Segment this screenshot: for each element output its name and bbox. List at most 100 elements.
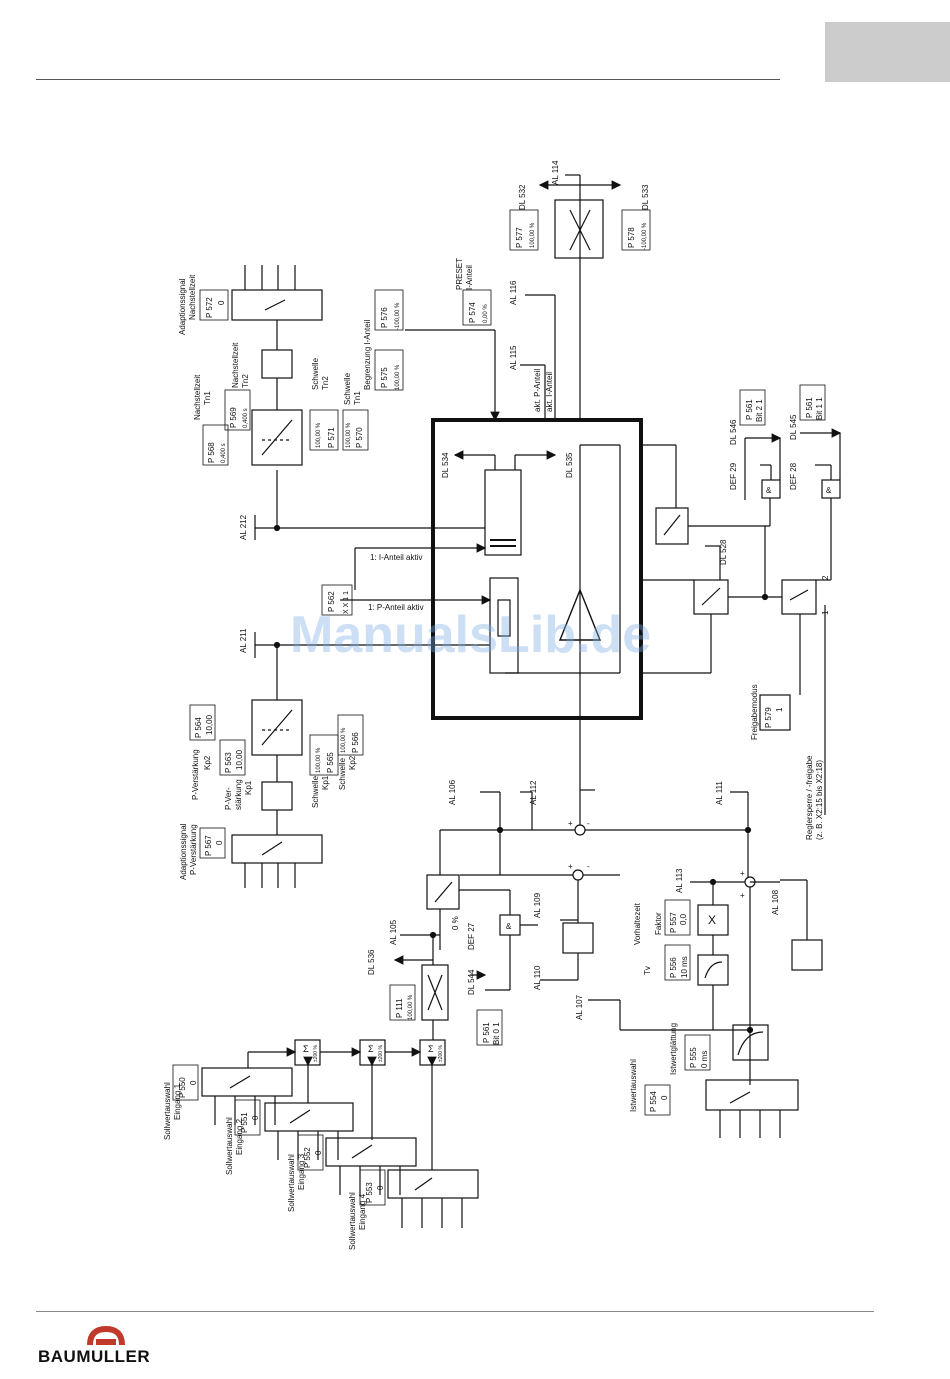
p569-id: P 569	[229, 407, 238, 428]
al116-label: AL 116	[509, 280, 518, 305]
al115-label: AL 115	[509, 345, 518, 370]
p570-id: P 570	[355, 427, 364, 448]
p565-id: P 565	[326, 752, 335, 773]
p563-id: P 563	[224, 752, 233, 773]
p550-id: P 550	[178, 1077, 187, 1098]
setpoint-selector-2	[264, 1102, 354, 1132]
p575-id: P 575	[380, 367, 389, 388]
p551-val: 0	[251, 1115, 260, 1120]
p554-label1: Istwertauswahl	[629, 1059, 638, 1112]
minus-1: -	[587, 819, 590, 828]
begrenzung-label: Begrenzung I-Anteil	[363, 320, 372, 390]
chapter-tab	[825, 22, 950, 82]
pi-controller-block	[431, 418, 643, 720]
p556-label2: Tv	[643, 966, 652, 975]
p551-label1: Sollwertauswahl	[225, 1117, 234, 1175]
plus-4: +	[740, 891, 745, 900]
p565-label2: Kp1	[321, 775, 330, 790]
p551-label2: Eingang 2	[235, 1118, 244, 1155]
p550-val: 0	[189, 1080, 198, 1085]
al211-label: AL 211	[239, 628, 248, 653]
p564-label1: P-Verstärkung	[191, 749, 200, 800]
p552-val: 0	[314, 1150, 323, 1155]
p-aktiv-label: 1: P-Anteil aktiv	[368, 603, 424, 612]
reglersperre2-label: (z. B. X2:15 bis X2:18)	[815, 760, 824, 840]
p557-label1: Faktor	[654, 912, 663, 935]
p565-label1: Schwelle	[311, 775, 320, 808]
dl534-label: DL 534	[441, 452, 450, 478]
p570-label1: Schwelle	[343, 372, 352, 405]
p564-val: 10,00	[205, 714, 214, 735]
al108-label: AL 108	[771, 889, 780, 915]
al109-label: AL 109	[533, 892, 542, 918]
p571-id: P 571	[327, 427, 336, 448]
diff-filter-block	[562, 922, 594, 954]
p570-val: 100,00 %	[346, 422, 352, 448]
setpoint-limiter	[421, 964, 449, 1021]
dl545-label: DL 545	[789, 414, 798, 440]
p576-id: P 576	[380, 307, 389, 328]
output-limiter	[554, 199, 604, 259]
release-mode-param	[759, 694, 791, 731]
sigma3-label: Σ	[428, 1044, 434, 1054]
p564-id: P 564	[194, 717, 203, 738]
p571-label2: Tn2	[321, 376, 330, 390]
p553-id: P 553	[365, 1182, 374, 1203]
dl528-label: DL 528	[719, 539, 728, 565]
p563-label3: Kp1	[244, 780, 253, 795]
def27-label: DEF 27	[467, 922, 476, 950]
p569-val: 0,400 s	[243, 408, 249, 428]
p554-val: 0	[660, 1095, 669, 1100]
p567-id: P 567	[204, 835, 213, 856]
p556-label1: Vorhaltezeit	[633, 902, 642, 945]
p567-label2: P-Verstärkung	[189, 824, 198, 875]
p578-id: P 578	[627, 227, 636, 248]
actual-selector-block	[705, 1079, 799, 1111]
p552-label2: Eingang 3	[297, 1153, 306, 1190]
p576-val: -100,00 %	[395, 302, 401, 330]
p579-label1: Freigabemodus	[750, 684, 759, 740]
al110-label: AL 110	[533, 965, 542, 990]
al212-label: AL 212	[239, 514, 248, 540]
kp-selector-block	[231, 834, 323, 864]
p563-label2: stärkung	[234, 779, 243, 810]
p566-val: 100,00 %	[341, 727, 347, 753]
p561c-id: P 561	[482, 1022, 491, 1043]
p557-id: P 557	[669, 912, 678, 933]
p574-ianteil: I-Anteil	[465, 265, 474, 290]
p-gain-block	[489, 577, 519, 674]
p556-id: P 556	[669, 957, 678, 978]
def28-label: DEF 28	[789, 462, 798, 490]
p561a-val: Bit 2 1	[755, 399, 764, 422]
p550-label1: Sollwertauswahl	[163, 1082, 172, 1140]
dl535-label: DL 535	[565, 452, 574, 478]
p574-preset: PRESET	[455, 258, 464, 290]
p570-label2: Tn1	[353, 391, 362, 405]
al113-label: AL 113	[675, 868, 684, 893]
switch-1	[655, 507, 689, 545]
p566-label1: Schwelle	[338, 757, 347, 790]
p572-label2: Nachstellzeit	[188, 274, 197, 320]
i-limit-block	[484, 469, 522, 556]
al112-label: AL 112	[529, 780, 538, 805]
and29-label: &	[766, 486, 772, 495]
setpoint-selector-3	[325, 1137, 417, 1167]
p553-label2: Eingang 4	[358, 1193, 367, 1230]
plus-1: +	[568, 819, 573, 828]
dl536-label: DL 536	[367, 949, 376, 975]
p561a-id: P 561	[745, 399, 754, 420]
actual-filter-block	[791, 939, 823, 971]
p557-val: 0,0	[679, 913, 688, 925]
p562-id: P 562	[327, 591, 336, 612]
p572-id: P 572	[205, 297, 214, 318]
setpoint-switch	[426, 874, 460, 910]
p568-val: 0,400 s	[221, 443, 227, 463]
p563-label1: P-Ver-	[224, 787, 233, 810]
p561b-val: Bit 1 1	[815, 397, 824, 420]
p564-label2: Kp2	[203, 755, 212, 770]
p561b-id: P 561	[805, 397, 814, 418]
logo-text: BAUMULLER	[38, 1347, 151, 1366]
p575-val: 100,00 %	[395, 364, 401, 390]
p111-id: P 111	[395, 998, 404, 1018]
